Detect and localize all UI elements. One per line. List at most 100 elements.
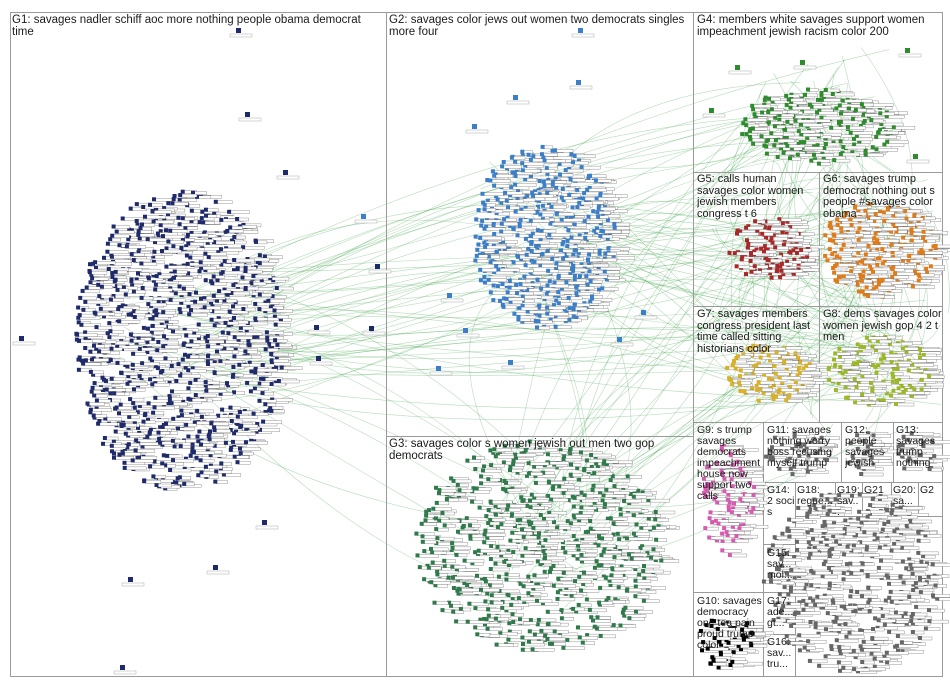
node [207, 432, 212, 437]
node-label [746, 226, 764, 230]
node [139, 295, 144, 300]
node-label [490, 584, 504, 588]
node-label [491, 500, 513, 504]
node [136, 232, 141, 237]
node [148, 316, 153, 321]
node-label [189, 355, 200, 359]
node-label [119, 307, 133, 312]
node [526, 471, 531, 476]
node [512, 170, 517, 175]
node-label [760, 269, 776, 273]
node [819, 97, 824, 102]
node-label [548, 191, 559, 195]
node [577, 477, 582, 482]
node [107, 335, 112, 340]
node [488, 260, 493, 265]
node [267, 342, 272, 347]
node-label [529, 640, 544, 644]
node [114, 229, 119, 234]
node [164, 246, 169, 251]
node [223, 320, 228, 325]
node-label [553, 487, 568, 492]
node-label [601, 634, 616, 639]
node [230, 374, 235, 379]
node-label [541, 513, 559, 518]
node [151, 474, 156, 479]
node [540, 217, 545, 222]
node [568, 472, 573, 477]
node-label [263, 363, 275, 368]
node-label [621, 513, 632, 517]
node-label [512, 513, 531, 517]
node-label [145, 480, 162, 484]
node [97, 419, 102, 423]
node [486, 277, 491, 282]
node-label [833, 92, 855, 97]
node [525, 287, 530, 292]
node [749, 251, 753, 255]
node-label [216, 480, 228, 484]
node [504, 572, 509, 577]
node-label [491, 463, 505, 468]
edge [500, 111, 767, 503]
node [97, 294, 102, 299]
node-label [558, 597, 576, 602]
node-label [513, 531, 527, 535]
node [525, 309, 530, 314]
node [232, 316, 236, 320]
node-label [481, 236, 502, 241]
node [582, 493, 587, 498]
node [88, 369, 93, 374]
node [83, 358, 88, 363]
node [775, 155, 780, 159]
node [479, 587, 483, 592]
node-label [260, 293, 272, 297]
node [629, 556, 634, 561]
node [111, 258, 115, 263]
node [622, 498, 626, 503]
node-label [544, 471, 555, 475]
node [510, 170, 515, 175]
node [520, 553, 525, 558]
node [618, 512, 623, 517]
node [143, 214, 147, 219]
node [606, 246, 611, 251]
node [511, 227, 516, 232]
edge [497, 247, 733, 369]
node [270, 397, 275, 402]
node [96, 282, 101, 287]
node [154, 207, 159, 212]
node-label [544, 517, 555, 521]
node [863, 152, 868, 157]
node-label [240, 410, 253, 415]
node-label [483, 469, 502, 473]
node-label [796, 119, 816, 123]
node [561, 645, 566, 650]
node [133, 448, 138, 453]
node-label [184, 439, 197, 443]
node-label [478, 633, 491, 637]
node [479, 481, 484, 486]
node [523, 546, 528, 551]
node [435, 536, 440, 541]
node [176, 415, 181, 420]
node [198, 260, 203, 265]
node [216, 316, 221, 321]
node [654, 537, 659, 542]
node [516, 317, 521, 322]
node [773, 245, 778, 250]
node-label [260, 399, 277, 403]
node [166, 201, 171, 206]
node [94, 405, 99, 409]
node [203, 384, 208, 389]
node [520, 303, 525, 308]
node [555, 525, 560, 530]
node [599, 553, 604, 558]
node [90, 276, 95, 281]
node [779, 268, 784, 273]
node [561, 545, 565, 550]
node [424, 513, 429, 518]
node [572, 222, 577, 227]
node [268, 305, 273, 310]
node [216, 250, 221, 255]
